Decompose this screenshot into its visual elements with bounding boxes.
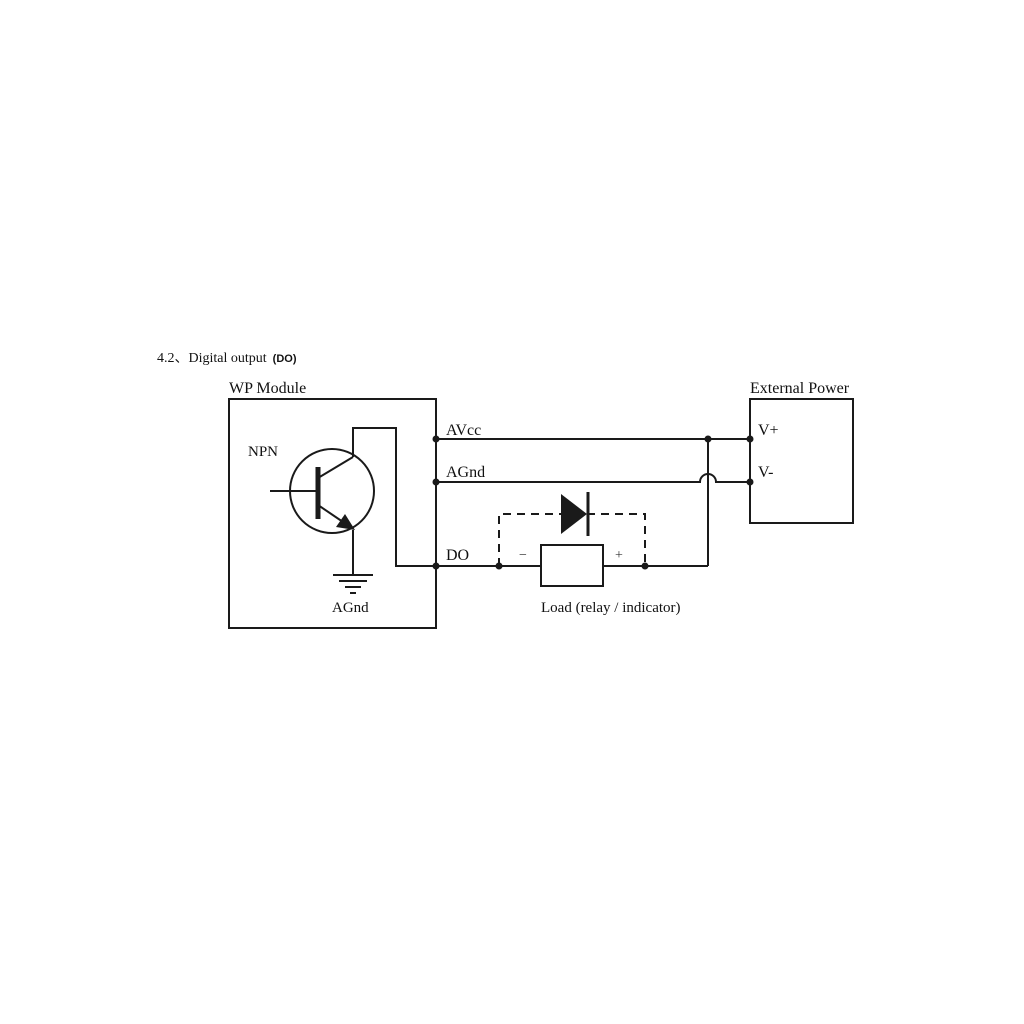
power-vminus-label: V- <box>758 464 773 481</box>
diode-dashed-wire <box>498 513 646 566</box>
collector-to-do-wire <box>352 427 436 567</box>
section-heading: 4.2、Digital output (DO) <box>157 351 297 366</box>
pin-avcc-label: AVcc <box>446 422 481 439</box>
npn-label: NPN <box>248 444 278 460</box>
power-vplus-label: V+ <box>758 422 779 439</box>
section-tag: (DO) <box>273 353 297 365</box>
pin-agnd-label: AGnd <box>446 464 485 481</box>
load-minus-sign: − <box>519 548 527 563</box>
transistor-collector <box>317 456 354 479</box>
section-title: Digital output <box>189 351 267 366</box>
pin-do-label: DO <box>446 547 469 564</box>
junction-avcc-tap <box>704 435 712 443</box>
load-box <box>540 544 604 587</box>
emitter-arrow-icon <box>336 514 355 530</box>
junction-do-pin <box>432 562 440 570</box>
module-ground-label: AGnd <box>332 600 369 616</box>
power-box <box>749 398 854 524</box>
load-label: Load (relay / indicator) <box>541 600 681 616</box>
npn-transistor-symbol <box>270 448 375 534</box>
junction-diode-left <box>495 562 503 570</box>
ground-icon <box>333 574 373 594</box>
power-title: External Power <box>750 380 850 397</box>
junction-agnd-pin <box>432 478 440 486</box>
section-number: 4.2、 <box>157 351 189 366</box>
diode-icon <box>561 492 590 536</box>
module-box <box>228 398 437 629</box>
junction-diode-right <box>641 562 649 570</box>
load-plus-sign: + <box>615 548 623 563</box>
junction-avcc-pin <box>432 435 440 443</box>
module-title: WP Module <box>229 380 306 397</box>
